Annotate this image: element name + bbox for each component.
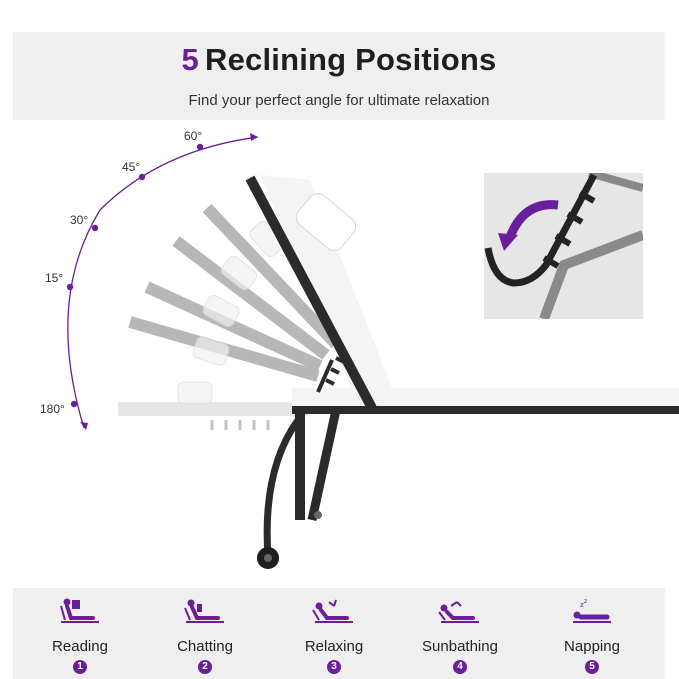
relaxing-figure-icon [312,599,353,623]
ratchet-detail-inset [484,173,643,319]
arc-arrow-bottom [80,422,88,430]
position-label: Sunbathing [422,638,498,655]
angle-label-60: 60° [184,129,203,143]
position-reading: Reading 1 [25,588,135,679]
backrest-ghosts [118,203,341,430]
headrest-pillow [295,193,357,251]
angle-dot-15 [66,283,74,291]
ratchet-teeth [316,356,345,393]
position-label: Reading [52,638,108,655]
angle-label-45: 45° [122,160,141,174]
angle-dot-60 [196,143,204,151]
svg-text:z: z [580,601,584,609]
position-label: Relaxing [304,638,364,655]
ratchet-detail-drawing [484,173,643,319]
leg-bolt [314,511,322,519]
angle-label-180: 180° [40,402,65,416]
svg-text:z: z [584,598,587,605]
angle-dot-45 [138,173,146,181]
lounger-illustration: 60° 45° 30° 15° 180° [0,120,679,590]
page-subtitle: Find your perfect angle for ultimate rel… [188,92,490,109]
positions-bar: Reading 1 Chatting 2 Relaxing 3 [13,588,665,679]
angle-dot-30 [91,224,99,232]
sunbathing-figure-icon [438,601,479,623]
position-number-badge: 4 [453,660,467,674]
angle-arc [67,136,259,429]
position-chatting: Chatting 2 [150,588,260,679]
chatting-figure-icon [184,599,224,623]
title-text: Reclining Positions [205,42,497,77]
rotate-arrow-icon [505,200,559,239]
backrest-fabric [260,175,392,390]
title-number: 5 [181,42,199,77]
position-label: Chatting [177,638,233,655]
position-relaxing: Relaxing 3 [279,588,389,679]
backrest-frame [245,175,377,411]
arc-arrow-top [250,133,258,141]
rear-leg [307,409,341,521]
angle-label-15: 15° [45,271,64,285]
position-sunbathing: Sunbathing 4 [405,588,515,679]
seat-fabric [292,388,679,410]
position-number-badge: 2 [198,660,212,674]
position-label: Napping [564,638,620,655]
position-number-badge: 3 [327,660,341,674]
angle-label-30: 30° [70,213,89,227]
position-number-badge: 1 [73,660,87,674]
position-napping: z z Napping 5 [537,588,647,679]
position-number-badge: 5 [585,660,599,674]
napping-figure-icon: z z [573,598,611,623]
cushion-ghosts [177,220,285,405]
rear-frame-curve [263,417,301,557]
angle-dot-180 [70,400,78,408]
reading-figure-icon [60,598,99,623]
lounger-drawing [66,133,679,569]
